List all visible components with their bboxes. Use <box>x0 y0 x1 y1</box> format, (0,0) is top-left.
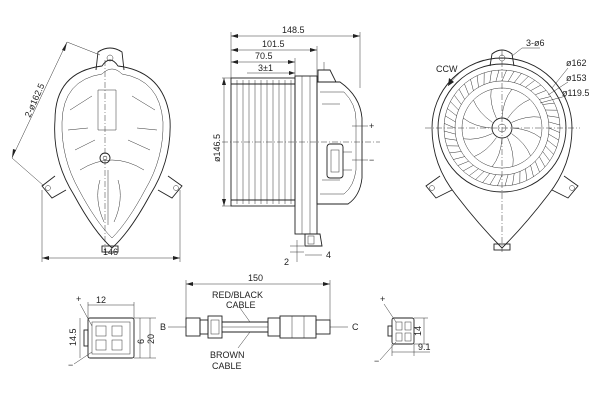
middle-diameter-dimension: ø146.5 <box>212 134 222 162</box>
cable-length-150: 150 <box>248 273 263 283</box>
connector-height-14: 14.5 <box>68 328 78 346</box>
cable-end-c-label: C <box>352 322 359 332</box>
right-diameter-162: ø162 <box>566 58 587 68</box>
connector-detail-view: 12 + − 14.5 6 20 <box>68 294 156 370</box>
cable-red-black-label: RED/BLACK <box>212 290 263 300</box>
plug-detail-view: + − 14 9.1 <box>374 294 431 366</box>
right-rotation-label: CCW <box>436 64 458 74</box>
plug-dim-14: 14 <box>413 326 423 336</box>
fan-blades <box>444 70 560 186</box>
right-holes-label: 3-ø6 <box>526 38 545 48</box>
middle-dim-101: 101.5 <box>262 39 285 49</box>
middle-dim-3: 3±1 <box>258 63 273 73</box>
middle-dim-2: 2 <box>284 257 289 267</box>
connector-plus-label: + <box>76 294 81 304</box>
cable-detail-view: 150 B C RED/BLACK CABLE BROWN CABLE <box>160 273 359 371</box>
plug-dim-9: 9.1 <box>418 342 431 352</box>
middle-total-length: 148.5 <box>282 25 305 35</box>
connector-minus-label: − <box>68 360 73 370</box>
right-diameter-153: ø153 <box>566 73 587 83</box>
left-width-dimension: 146 <box>103 247 118 257</box>
middle-dim-4: 4 <box>326 250 331 260</box>
right-diameter-119: ø119.5 <box>562 88 589 98</box>
plug-minus-label: − <box>374 356 379 366</box>
right-fan-view: CCW 3-ø6 ø162 ø153 ø119.5 <box>425 38 589 252</box>
middle-side-view: + − 148.5 101.5 70.5 3±1 ø146.5 <box>212 25 380 267</box>
connector-dim-20: 20 <box>146 334 156 344</box>
plug-plus-label: + <box>380 294 385 304</box>
middle-dim-70: 70.5 <box>255 51 273 61</box>
cable-brown-label: BROWN <box>210 350 245 360</box>
connector-dim-6: 6 <box>136 339 146 344</box>
cable-brown-label-2: CABLE <box>212 361 242 371</box>
connector-width-12: 12 <box>96 295 106 305</box>
left-diagonal-dimension: 2-ø162.5 <box>23 82 47 119</box>
middle-plus-label: + <box>369 121 374 131</box>
left-housing-view: 2-ø162.5 146 <box>11 41 183 262</box>
middle-minus-label: − <box>369 155 374 165</box>
cable-red-black-label-2: CABLE <box>226 300 256 310</box>
cable-end-b-label: B <box>160 322 166 332</box>
